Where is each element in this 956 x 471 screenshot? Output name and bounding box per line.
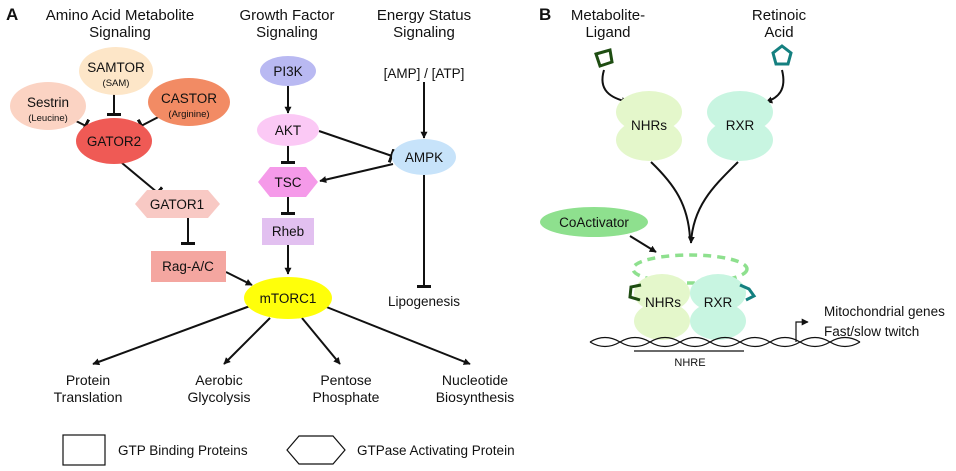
output-protein-2: Translation: [54, 389, 123, 405]
node-rag: [151, 251, 226, 282]
node-castor: [148, 78, 230, 126]
edge-nhrs-converge: [650, 161, 691, 239]
node-samtor: [79, 47, 153, 95]
edge-ligand-nhrs: [601, 69, 629, 105]
legend-hexagon-icon: [286, 435, 346, 465]
legend-rect-icon: [62, 434, 106, 466]
retinoic-acid-icon: [771, 44, 793, 66]
node-castor-sub: (Arginine): [168, 109, 209, 120]
dna-strand-top: [589, 336, 861, 348]
node-rheb-label: Rheb: [272, 224, 304, 239]
output-nucleotide-2: Biosynthesis: [436, 389, 515, 405]
node-sestrin: [10, 82, 86, 130]
node-castor-label: CASTOR: [161, 91, 217, 106]
edge-mtorc1-nucleotide: [323, 305, 471, 365]
edge-mtorc1-protein: [92, 305, 251, 366]
node-pi3k-label: PI3K: [273, 64, 302, 79]
metabolite-ligand-label-2: Ligand: [585, 24, 630, 41]
edge-rxr-converge: [687, 161, 739, 244]
edge-akt-ampk: [318, 130, 396, 163]
node-pi3k: [260, 56, 316, 86]
edge-retinoic-rxr: [765, 69, 785, 104]
node-mtorc1: [244, 277, 332, 319]
node-gator1-label: GATOR1: [150, 197, 204, 212]
node-samtor-label: SAMTOR: [87, 60, 145, 75]
edge-mtorc1-aerobic: [223, 317, 271, 365]
node-lipogenesis: Lipogenesis: [388, 294, 460, 309]
edge-mtorc1-pentose: [301, 317, 341, 365]
output-aerobic: Aerobic: [195, 372, 242, 388]
node-nhrs: [616, 91, 682, 161]
node-rxr: [707, 91, 773, 161]
node-rheb: [262, 218, 314, 245]
node-akt-label: AKT: [275, 123, 301, 138]
bound-ligand-icon: [628, 283, 642, 302]
fast-slow-twitch-label: Fast/slow twitch: [824, 324, 919, 339]
header-growth-factor-2: Signaling: [256, 24, 318, 41]
output-aerobic-2: Glycolysis: [187, 389, 250, 405]
node-rxr-bound-label: RXR: [704, 295, 733, 310]
node-gator1: [135, 190, 220, 218]
header-energy-status: Energy Status: [377, 7, 471, 24]
edge-ampk-tsc: [319, 163, 394, 183]
node-nhrs-bound-label: NHRs: [645, 295, 681, 310]
node-amp-atp: [AMP] / [ATP]: [384, 66, 465, 81]
panel-b-label: B: [539, 5, 551, 24]
node-samtor-sub: (SAM): [103, 78, 130, 89]
retinoic-acid-label: Retinoic: [752, 7, 807, 24]
node-ampk-label: AMPK: [405, 150, 443, 165]
node-nhrs-label: NHRs: [631, 118, 667, 133]
node-ampk: [392, 139, 456, 175]
mitochondrial-genes-label: Mitochondrial genes: [824, 304, 945, 319]
node-akt: [257, 114, 319, 146]
dna-strand-bottom: [589, 336, 861, 348]
metabolite-ligand-icon: [594, 48, 614, 68]
header-energy-status-2: Signaling: [393, 24, 455, 41]
output-pentose: Pentose: [320, 372, 372, 388]
output-nucleotide: Nucleotide: [442, 372, 508, 388]
coactivator-dashed-outline: [631, 253, 749, 285]
header-growth-factor: Growth Factor: [239, 7, 334, 24]
node-rxr-label: RXR: [726, 118, 755, 133]
panel-a-label: A: [6, 5, 18, 24]
output-pentose-2: Phosphate: [313, 389, 380, 405]
node-rxr-bound: [690, 274, 746, 340]
header-amino-acid-2: Signaling: [89, 24, 151, 41]
legend-gtpase-label: GTPase Activating Protein: [357, 443, 515, 458]
output-protein: Protein: [66, 372, 110, 388]
legend-gtp-label: GTP Binding Proteins: [118, 443, 248, 458]
node-gator2-label: GATOR2: [87, 134, 141, 149]
edge-rag-mtorc1: [225, 271, 253, 286]
node-nhrs-bound: [634, 274, 690, 340]
node-mtorc1-label: mTORC1: [260, 291, 317, 306]
node-gator2: [76, 118, 152, 164]
metabolite-ligand-label: Metabolite-: [571, 7, 645, 24]
node-tsc: [258, 167, 318, 197]
retinoic-acid-label-2: Acid: [764, 24, 793, 41]
node-coactivator-label: CoActivator: [559, 215, 629, 230]
node-coactivator: [540, 207, 648, 237]
edge-gator2-gator1: [121, 162, 164, 200]
node-sestrin-label: Sestrin: [27, 95, 69, 110]
header-amino-acid: Amino Acid Metabolite: [46, 7, 194, 24]
node-tsc-label: TSC: [275, 175, 302, 190]
bound-retinoic-icon: [739, 283, 757, 302]
edge-coactivator: [629, 235, 657, 253]
transcription-start-arrow: [795, 318, 809, 342]
node-rag-label: Rag-A/C: [162, 259, 214, 274]
nhre-label: NHRE: [674, 357, 705, 369]
node-sestrin-sub: (Leucine): [28, 113, 68, 124]
